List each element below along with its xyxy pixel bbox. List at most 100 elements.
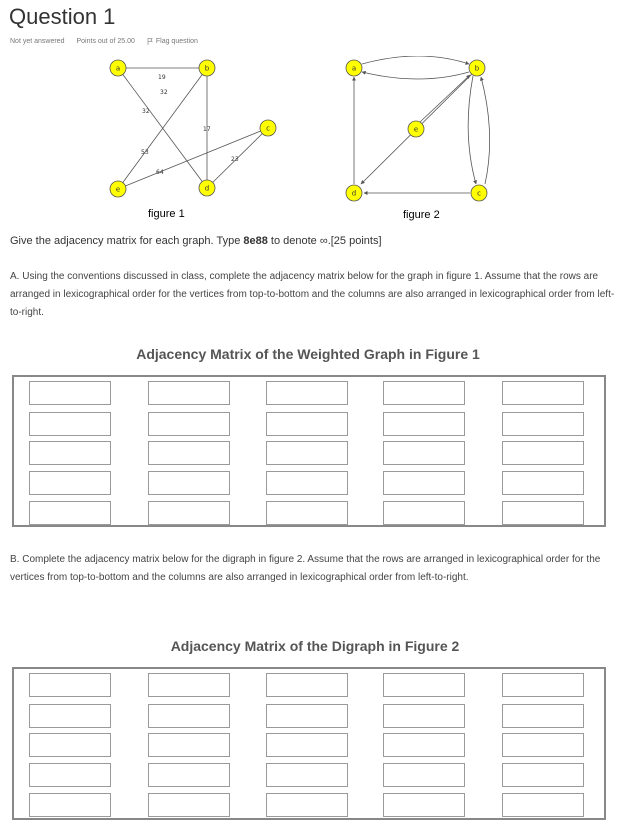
matrix-cell-5-3[interactable]: [266, 793, 348, 817]
matrix-cell-4-4[interactable]: [383, 471, 465, 495]
matrix-cell-4-1[interactable]: [29, 763, 111, 787]
vertex-b: b: [198, 59, 216, 77]
matrix-cell-3-1[interactable]: [29, 733, 111, 757]
points-text: Points out of 25.00: [76, 38, 135, 45]
svg-text:d: d: [352, 190, 356, 198]
matrix-cell-1-2[interactable]: [148, 381, 230, 405]
matrix-cell-5-2[interactable]: [148, 793, 230, 817]
matrix-cell-3-2[interactable]: [148, 441, 230, 465]
figure-2-caption: figure 2: [403, 209, 440, 221]
arc-c-b: [479, 76, 491, 185]
matrix-cell-1-3[interactable]: [266, 381, 348, 405]
svg-text:c: c: [477, 190, 481, 198]
matrix-cell-4-1[interactable]: [29, 471, 111, 495]
part-b-instructions: B. Complete the adjacency matrix below f…: [10, 554, 601, 583]
vertex-c: c: [259, 119, 277, 137]
question-meta: Not yet answered Points out of 25.00 Fla…: [10, 38, 198, 45]
matrix-cell-2-4[interactable]: [383, 412, 465, 436]
matrix-cell-1-2[interactable]: [148, 673, 230, 697]
matrix-cell-5-4[interactable]: [383, 501, 465, 525]
matrix-cell-3-1[interactable]: [29, 441, 111, 465]
svg-text:e: e: [116, 186, 120, 194]
flag-question-link[interactable]: Flag question: [147, 38, 198, 45]
matrix-cell-5-3[interactable]: [266, 501, 348, 525]
matrix-cell-5-2[interactable]: [148, 501, 230, 525]
question-title: Question 1: [9, 4, 116, 29]
svg-text:a: a: [352, 65, 356, 73]
matrix-cell-1-5[interactable]: [502, 381, 584, 405]
matrix-cell-3-3[interactable]: [266, 441, 348, 465]
matrix-cell-3-2[interactable]: [148, 733, 230, 757]
matrix-2-title: Adjacency Matrix of the Digraph in Figur…: [170, 638, 460, 654]
prompt-bold: 8e88: [243, 235, 268, 247]
edge-c-d: [206, 127, 269, 189]
matrix-1-title: Adjacency Matrix of the Weighted Graph i…: [136, 346, 480, 362]
matrix-cell-5-5[interactable]: [502, 793, 584, 817]
matrix-cell-4-2[interactable]: [148, 471, 230, 495]
matrix-cell-3-4[interactable]: [383, 441, 465, 465]
weight-label-64: 64: [156, 169, 164, 176]
matrix-cell-5-1[interactable]: [29, 793, 111, 817]
matrix-cell-2-2[interactable]: [148, 704, 230, 728]
matrix-cell-2-2[interactable]: [148, 412, 230, 436]
matrix-cell-4-5[interactable]: [502, 471, 584, 495]
matrix-cell-5-4[interactable]: [383, 793, 465, 817]
prompt-text-end: to denote ∞.[25 points]: [267, 235, 382, 247]
figure-1-graph: 32 19 19 32 17 53 64 23 a b c d e: [109, 59, 277, 198]
matrix-2-grid: [12, 667, 606, 820]
flag-question-label: Flag question: [155, 38, 198, 45]
matrix-cell-1-3[interactable]: [266, 673, 348, 697]
matrix-cell-1-1[interactable]: [29, 673, 111, 697]
matrix-cell-2-5[interactable]: [502, 412, 584, 436]
matrix-cell-5-1[interactable]: [29, 501, 111, 525]
weight-label-19: 19: [158, 74, 166, 81]
flag-icon: [147, 38, 153, 45]
matrix-cell-4-4[interactable]: [383, 763, 465, 787]
matrix-cell-4-3[interactable]: [266, 763, 348, 787]
matrix-cell-3-5[interactable]: [502, 441, 584, 465]
matrix-cell-1-4[interactable]: [383, 673, 465, 697]
matrix-cell-1-4[interactable]: [383, 381, 465, 405]
weight-label-53: 53: [141, 149, 149, 156]
arc-b-c: [467, 75, 477, 185]
weight-label-32: 32: [142, 108, 150, 115]
matrix-cell-2-4[interactable]: [383, 704, 465, 728]
edge-e-c: [117, 127, 269, 190]
svg-text:b: b: [475, 65, 480, 73]
vertex-d: d: [345, 184, 363, 202]
matrix-cell-3-4[interactable]: [383, 733, 465, 757]
question-prompt: Give the adjacency matrix for each graph…: [10, 235, 382, 247]
matrix-cell-2-3[interactable]: [266, 704, 348, 728]
vertex-a: a: [109, 59, 127, 77]
matrix-cell-4-2[interactable]: [148, 763, 230, 787]
edge-b-e: [117, 67, 208, 190]
svg-text:a: a: [116, 65, 120, 73]
svg-text:b: b: [205, 65, 210, 73]
status-text: Not yet answered: [10, 38, 65, 45]
matrix-cell-4-3[interactable]: [266, 471, 348, 495]
vertex-e: e: [109, 180, 127, 198]
prompt-text: Give the adjacency matrix for each graph…: [10, 235, 244, 247]
part-a-instructions: A. Using the conventions discussed in cl…: [10, 271, 615, 318]
matrix-cell-3-3[interactable]: [266, 733, 348, 757]
matrix-cell-5-5[interactable]: [502, 501, 584, 525]
svg-text:c: c: [266, 125, 270, 133]
matrix-cell-2-1[interactable]: [29, 412, 111, 436]
matrix-cell-1-1[interactable]: [29, 381, 111, 405]
matrix-1-grid: [12, 375, 606, 527]
figure-2-graph: a b c d e: [345, 56, 491, 202]
weight-label-23: 23: [231, 156, 239, 163]
vertex-d: d: [198, 179, 216, 197]
vertex-b: b: [468, 59, 486, 77]
matrix-cell-2-1[interactable]: [29, 704, 111, 728]
arc-a-b: [361, 56, 470, 65]
matrix-cell-2-3[interactable]: [266, 412, 348, 436]
matrix-cell-2-5[interactable]: [502, 704, 584, 728]
matrix-cell-3-5[interactable]: [502, 733, 584, 757]
vertex-e: e: [407, 120, 425, 138]
matrix-cell-4-5[interactable]: [502, 763, 584, 787]
arc-b-a: [361, 70, 470, 80]
vertex-a: a: [345, 59, 363, 77]
matrix-cell-1-5[interactable]: [502, 673, 584, 697]
figure-1-caption: figure 1: [148, 208, 185, 220]
